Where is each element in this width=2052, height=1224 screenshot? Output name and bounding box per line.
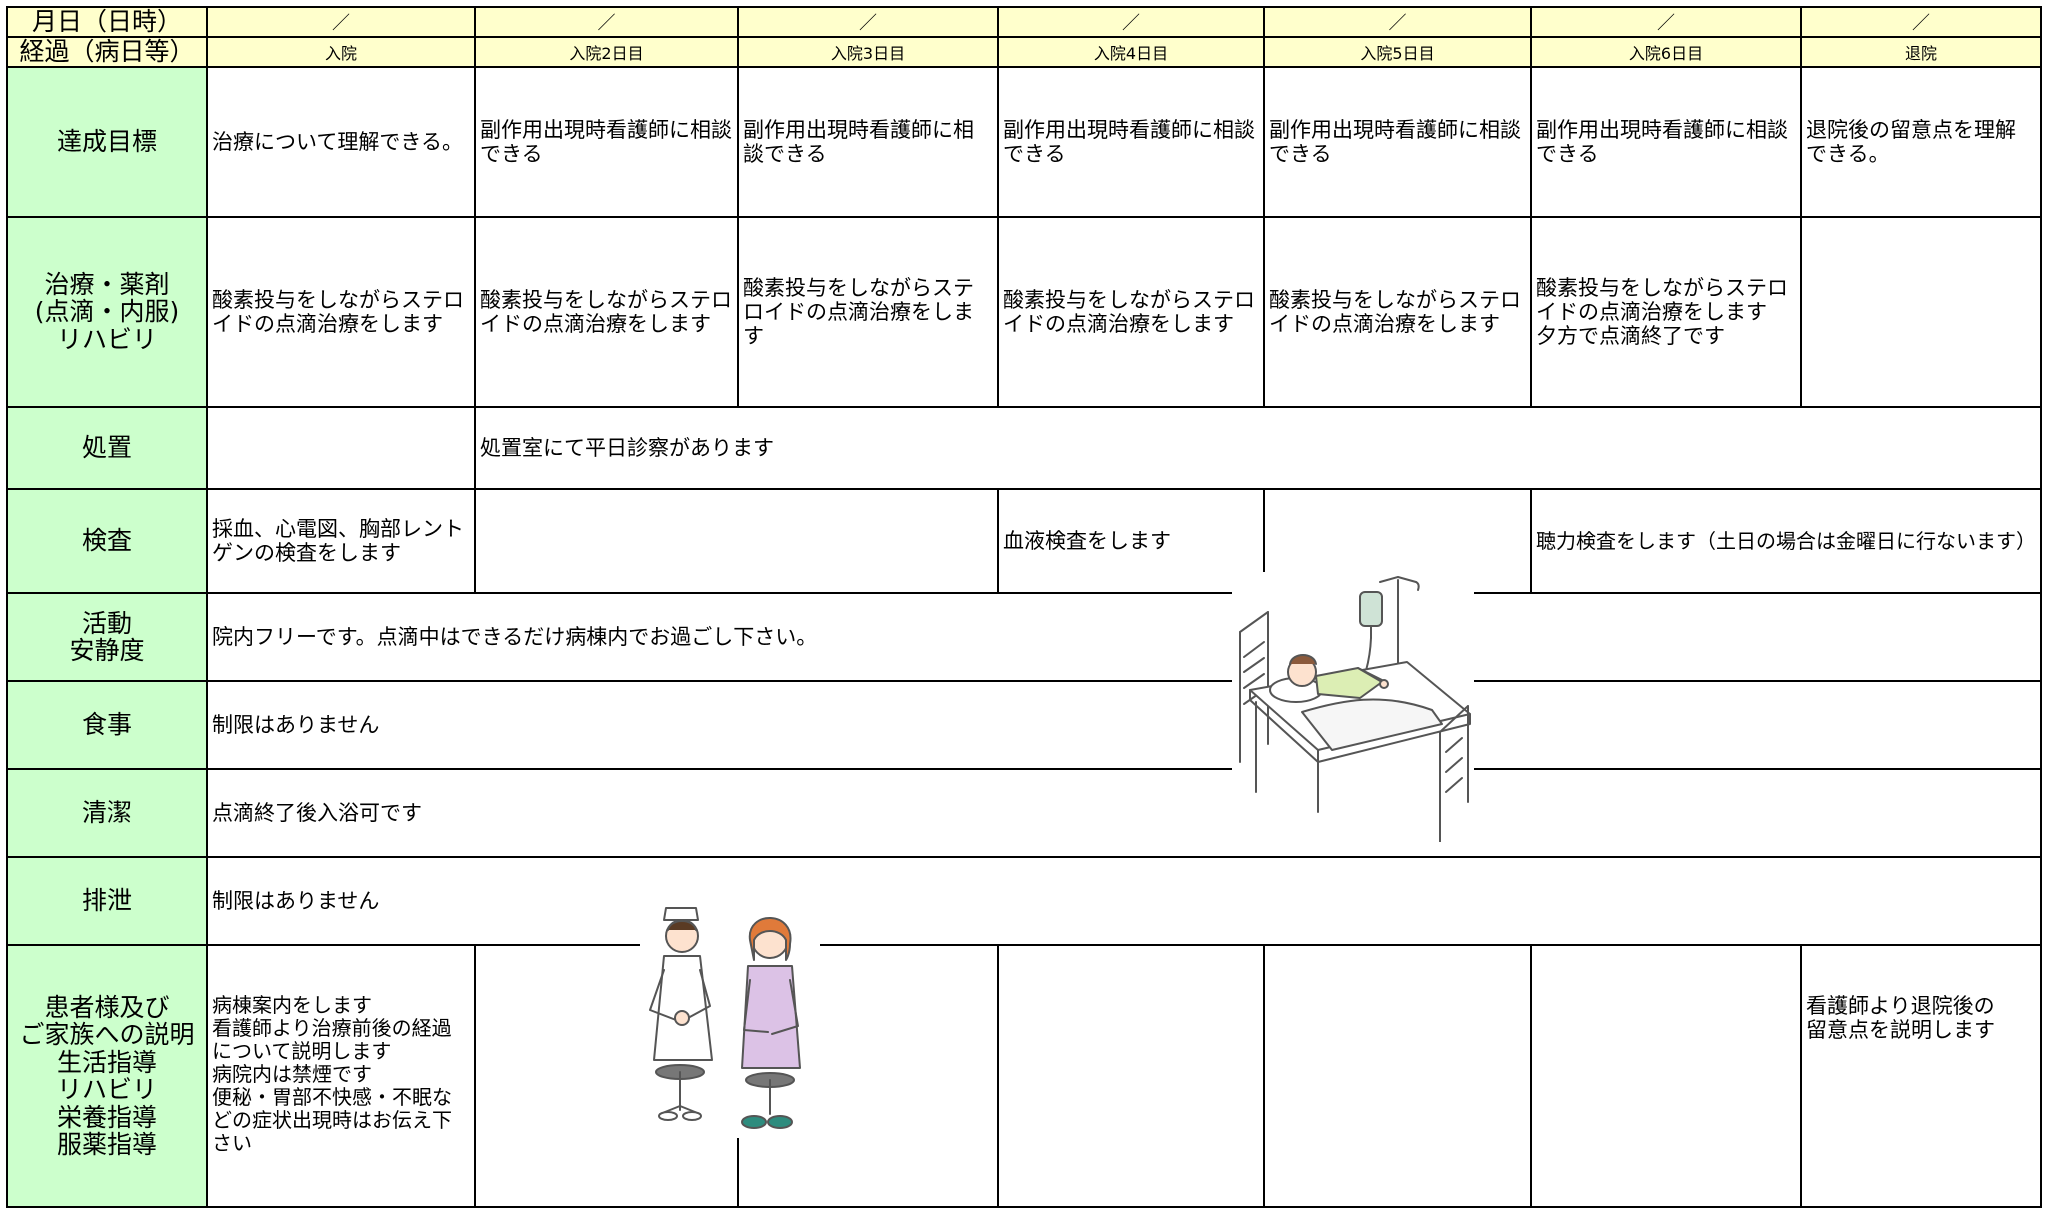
goal-cell: 副作用出現時看護師に相談できる: [474, 66, 739, 218]
treatment-cell: 酸素投与をしながらステロイドの点滴治療をします: [1263, 216, 1532, 408]
procedure-row: 処置 処置室にて平日診察があります: [6, 406, 2042, 490]
meal-row: 食事 制限はありません: [6, 680, 2042, 770]
day-cell: 入院3日目: [737, 36, 999, 68]
date-cell: ／: [206, 6, 476, 38]
activity-row: 活動 安静度 院内フリーです。点滴中はできるだけ病棟内でお過ごし下さい。: [6, 592, 2042, 682]
explain-row: 患者様及び ご家族への説明 生活指導 リハビリ 栄養指導 服薬指導 病棟案内をし…: [6, 944, 2042, 1208]
date-row-label: 月日（日時）: [6, 6, 208, 38]
date-row: 月日（日時） ／ ／ ／ ／ ／ ／ ／: [6, 6, 2042, 38]
clinical-path-table: 月日（日時） ／ ／ ／ ／ ／ ／ ／ 経過（病日等） 入院 入院2日目 入院…: [6, 6, 2042, 1208]
hygiene-label: 清潔: [6, 768, 208, 858]
exam-cell: 採血、心電図、胸部レントゲンの検査をします: [206, 488, 476, 594]
treatment-cell: [1800, 216, 2042, 408]
day-cell: 入院4日目: [997, 36, 1265, 68]
activity-label: 活動 安静度: [6, 592, 208, 682]
nurse-and-patient-illustration: [640, 900, 820, 1138]
date-cell: ／: [1530, 6, 1802, 38]
goal-cell: 治療について理解できる。: [206, 66, 476, 218]
explain-cell: [1530, 944, 1802, 1208]
date-cell: ／: [737, 6, 999, 38]
treatment-cell: 酸素投与をしながらステロイドの点滴治療をします: [997, 216, 1265, 408]
goal-cell: 副作用出現時看護師に相談できる: [997, 66, 1265, 218]
day-cell: 退院: [1800, 36, 2042, 68]
exam-cell: 血液検査をします: [997, 488, 1265, 594]
progress-row: 経過（病日等） 入院 入院2日目 入院3日目 入院4日目 入院5日目 入院6日目…: [6, 36, 2042, 68]
procedure-label: 処置: [6, 406, 208, 490]
excretion-cell: 制限はありません: [206, 856, 2042, 946]
explain-label: 患者様及び ご家族への説明 生活指導 リハビリ 栄養指導 服薬指導: [6, 944, 208, 1208]
exam-cell: [474, 488, 999, 594]
exam-row: 検査 採血、心電図、胸部レントゲンの検査をします 血液検査をします 聴力検査をし…: [6, 488, 2042, 594]
treatment-row: 治療・薬剤 (点滴・内服) リハビリ 酸素投与をしながらステロイドの点滴治療をし…: [6, 216, 2042, 408]
day-cell: 入院6日目: [1530, 36, 1802, 68]
treatment-cell: 酸素投与をしながらステロイドの点滴治療をします: [206, 216, 476, 408]
treatment-cell: 酸素投与をしながらステロイドの点滴治療をします: [737, 216, 999, 408]
goal-cell: 副作用出現時看護師に相談できる: [1530, 66, 1802, 218]
date-cell: ／: [997, 6, 1265, 38]
day-cell: 入院: [206, 36, 476, 68]
date-cell: ／: [1800, 6, 2042, 38]
goal-row: 達成目標 治療について理解できる。 副作用出現時看護師に相談できる 副作用出現時…: [6, 66, 2042, 218]
treatment-cell: 酸素投与をしながらステロイドの点滴治療をします: [474, 216, 739, 408]
treatment-label: 治療・薬剤 (点滴・内服) リハビリ: [6, 216, 208, 408]
explain-cell: [1263, 944, 1532, 1208]
hygiene-cell: 点滴終了後入浴可です: [206, 768, 2042, 858]
day-cell: 入院5日目: [1263, 36, 1532, 68]
excretion-label: 排泄: [6, 856, 208, 946]
nurse-patient-icon: [649, 907, 801, 1129]
procedure-cell: 処置室にて平日診察があります: [474, 406, 2042, 490]
goal-cell: 副作用出現時看護師に相談できる: [1263, 66, 1532, 218]
goal-cell: 副作用出現時看護師に相談できる: [737, 66, 999, 218]
goal-label: 達成目標: [6, 66, 208, 218]
treatment-cell: 酸素投与をしながらステロイドの点滴治療をします 夕方で点滴終了です: [1530, 216, 1802, 408]
date-cell: ／: [474, 6, 739, 38]
date-cell: ／: [1263, 6, 1532, 38]
explain-cell: [997, 944, 1265, 1208]
patient-bed-iv-illustration: [1232, 572, 1474, 843]
meal-cell: 制限はありません: [206, 680, 2042, 770]
exam-label: 検査: [6, 488, 208, 594]
explain-cell: 看護師より退院後の 留意点を説明します: [1800, 944, 2042, 1208]
excretion-row: 排泄 制限はありません: [6, 856, 2042, 946]
day-cell: 入院2日目: [474, 36, 739, 68]
progress-row-label: 経過（病日等）: [6, 36, 208, 68]
goal-cell: 退院後の留意点を理解できる。: [1800, 66, 2042, 218]
procedure-cell: [206, 406, 476, 490]
meal-label: 食事: [6, 680, 208, 770]
exam-cell: 聴力検査をします（土日の場合は金曜日に行ないます）: [1530, 488, 2042, 594]
hygiene-row: 清潔 点滴終了後入浴可です: [6, 768, 2042, 858]
explain-cell: 病棟案内をします 看護師より治療前後の経過について説明します 病院内は禁煙です …: [206, 944, 476, 1208]
activity-cell: 院内フリーです。点滴中はできるだけ病棟内でお過ごし下さい。: [206, 592, 2042, 682]
patient-bed-iv-icon: [1239, 576, 1471, 843]
